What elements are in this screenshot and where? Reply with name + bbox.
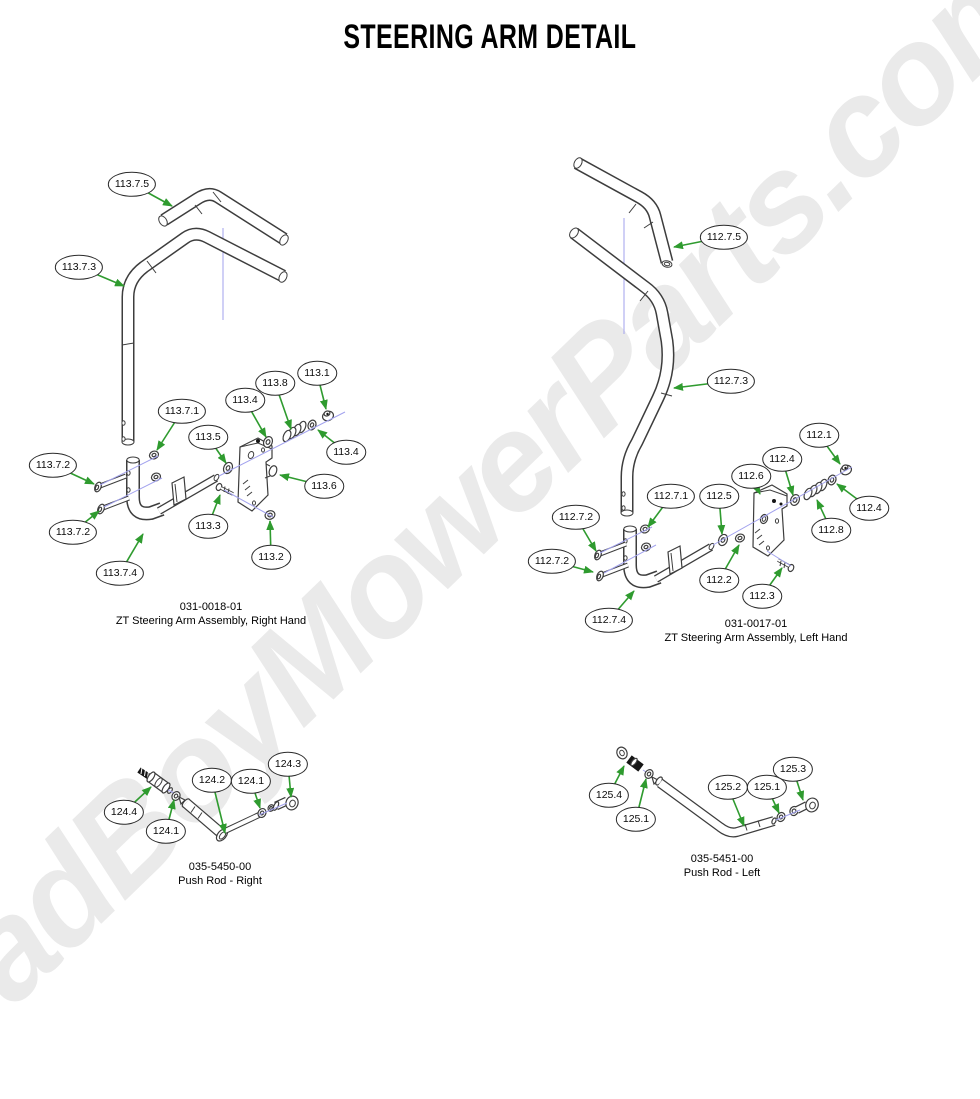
callout-bubble-113.6[interactable]: 113.6: [304, 473, 344, 499]
callout-arrows: [52, 183, 870, 834]
callout-bubble-112.7.2[interactable]: 112.7.2: [551, 504, 601, 530]
part-name: Push Rod - Left: [683, 867, 761, 879]
callout-bubble-112.7.3[interactable]: 112.7.3: [706, 368, 756, 394]
callout-bubble-113.5[interactable]: 113.5: [188, 424, 228, 450]
part-number: 035-5450-00: [188, 861, 252, 873]
callout-bubble-113.7.1[interactable]: 113.7.1: [157, 398, 207, 424]
page-title-text: STEERING ARM DETAIL: [343, 16, 637, 56]
callout-bubble-113.7.5[interactable]: 113.7.5: [107, 171, 157, 197]
callout-bubble-124.2[interactable]: 124.2: [191, 767, 233, 793]
callout-bubble-125.3[interactable]: 125.3: [772, 756, 814, 782]
callout-bubble-113.8[interactable]: 113.8: [255, 370, 295, 396]
callout-bubble-112.7.2[interactable]: 112.7.2: [527, 548, 577, 574]
callout-bubble-125.1[interactable]: 125.1: [615, 806, 657, 832]
callout-bubble-124.4[interactable]: 124.4: [103, 799, 145, 825]
callout-bubble-112.5[interactable]: 112.5: [699, 483, 739, 509]
drawing-steering-arm-right: [94, 187, 346, 521]
callout-bubble-112.3[interactable]: 112.3: [742, 583, 782, 609]
callout-bubble-113.7.4[interactable]: 113.7.4: [95, 560, 145, 586]
part-number: 035-5451-00: [690, 853, 754, 865]
part-name: ZT Steering Arm Assembly, Left Hand: [664, 632, 848, 644]
callout-bubble-124.3[interactable]: 124.3: [267, 751, 309, 777]
page-title: STEERING ARM DETAIL: [0, 16, 980, 56]
callout-bubble-112.7.5[interactable]: 112.7.5: [699, 224, 749, 250]
part-number: 031-0018-01: [179, 601, 243, 613]
callout-bubble-112.2[interactable]: 112.2: [699, 567, 739, 593]
callout-bubble-113.1[interactable]: 113.1: [297, 360, 337, 386]
callout-bubble-112.7.1[interactable]: 112.7.1: [646, 483, 696, 509]
drawing-push-rod-left: [616, 746, 819, 838]
part-name: Push Rod - Right: [178, 875, 262, 887]
callout-bubble-113.7.3[interactable]: 113.7.3: [54, 254, 104, 280]
part-name: ZT Steering Arm Assembly, Right Hand: [115, 615, 307, 627]
callout-bubble-112.4[interactable]: 112.4: [762, 446, 802, 472]
label-steering-arm-right: 031-0018-01 ZT Steering Arm Assembly, Ri…: [116, 600, 306, 628]
callout-bubble-112.4[interactable]: 112.4: [849, 495, 889, 521]
part-number: 031-0017-01: [724, 618, 788, 630]
callout-bubble-113.4[interactable]: 113.4: [326, 439, 366, 465]
callout-bubble-113.3[interactable]: 113.3: [188, 513, 228, 539]
parts-diagram-canvas: [52, 157, 870, 842]
callout-bubble-125.4[interactable]: 125.4: [588, 782, 630, 808]
callout-bubble-112.6[interactable]: 112.6: [731, 463, 771, 489]
callout-bubble-124.1[interactable]: 124.1: [145, 818, 187, 844]
drawing-steering-arm-left: [569, 157, 853, 589]
callout-bubble-113.7.2[interactable]: 113.7.2: [48, 519, 98, 545]
callout-bubble-112.7.4[interactable]: 112.7.4: [584, 607, 634, 633]
label-push-rod-left: 035-5451-00 Push Rod - Left: [684, 852, 760, 880]
label-push-rod-right: 035-5450-00 Push Rod - Right: [178, 860, 262, 888]
callout-bubble-125.2[interactable]: 125.2: [707, 774, 749, 800]
callout-bubble-112.8[interactable]: 112.8: [811, 517, 851, 543]
callout-bubble-124.1[interactable]: 124.1: [230, 768, 272, 794]
callout-bubble-113.2[interactable]: 113.2: [251, 544, 291, 570]
callout-bubble-113.4[interactable]: 113.4: [225, 387, 265, 413]
drawing-push-rod-right: [137, 767, 299, 842]
callout-bubble-113.7.2[interactable]: 113.7.2: [28, 452, 78, 478]
label-steering-arm-left: 031-0017-01 ZT Steering Arm Assembly, Le…: [664, 617, 847, 645]
callout-bubble-112.1[interactable]: 112.1: [799, 422, 839, 448]
